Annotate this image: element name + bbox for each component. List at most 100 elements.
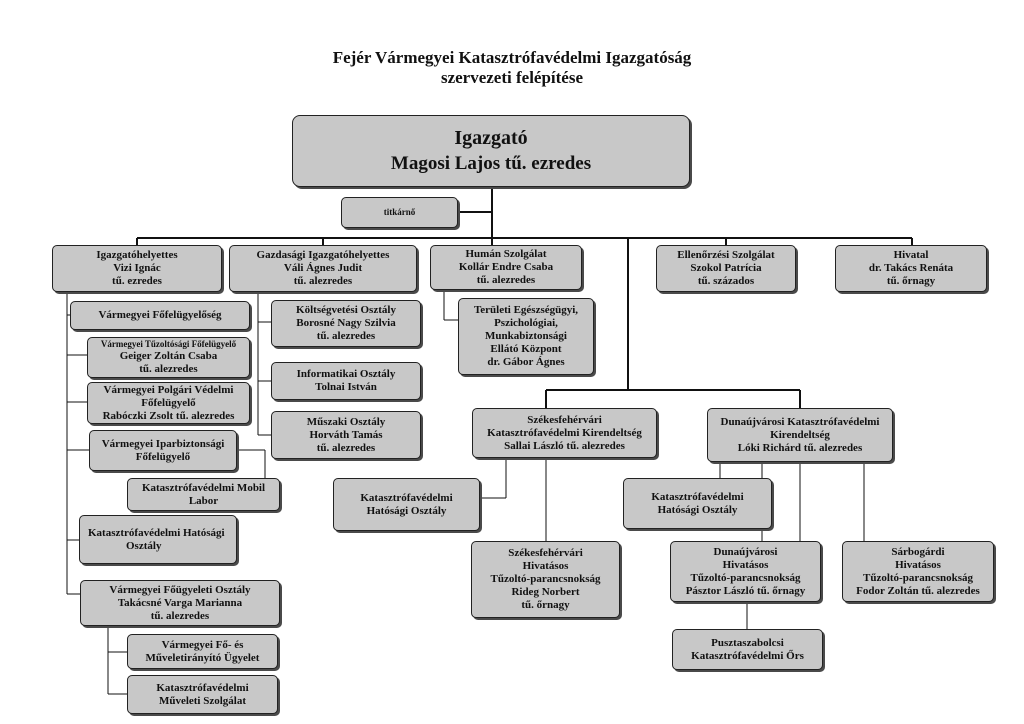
civil-protection-box: Vármegyei Polgári Védelmi Főfelügyelő Ra… bbox=[87, 382, 250, 424]
chart-title-line1: Fejér Vármegyei Katasztrófavédelmi Igazg… bbox=[332, 48, 692, 67]
economic-name: Váli Ágnes Judit bbox=[283, 262, 363, 274]
szekesfehervar-authority-line1: Katasztrófavédelmi bbox=[360, 491, 453, 504]
industrial-safety-line2: Főfelügyelő bbox=[135, 450, 191, 463]
dunaujvaros-authority-box: Katasztrófavédelmi Hatósági Osztály bbox=[623, 478, 772, 529]
sarbogard-fire-line1: Sárbogárdi bbox=[891, 545, 945, 558]
secretary-label: titkárnő bbox=[383, 207, 416, 217]
dunaujvaros-branch-line1: Dunaújvárosi Katasztrófavédelmi bbox=[720, 415, 880, 428]
it-dept-title: Informatikai Osztály bbox=[296, 368, 396, 380]
sarbogard-fire-line4: Fodor Zoltán tű. alezredes bbox=[856, 584, 980, 597]
technical-dept-rank: tű. alezredes bbox=[316, 441, 376, 454]
dunaujvaros-authority-line2: Hatósági Osztály bbox=[657, 503, 738, 516]
industrial-safety-line1: Vármegyei Iparbiztonsági bbox=[101, 437, 225, 450]
control-service-box: Ellenőrzési Szolgálat Szokol Patrícia tű… bbox=[656, 245, 796, 292]
dunaujvaros-fire-line3: Tűzoltó-parancsnokság bbox=[690, 571, 801, 584]
dispatch-center-line2: Műveletirányító Ügyelet bbox=[145, 651, 260, 664]
dunaujvaros-branch-box: Dunaújvárosi Katasztrófavédelmi Kirendel… bbox=[707, 408, 893, 462]
sarbogard-fire-command-box: Sárbogárdi Hivatásos Tűzoltó-parancsnoks… bbox=[842, 541, 994, 602]
fire-inspector-title: Vármegyei Tűzoltósági Főfelügyelő bbox=[100, 339, 237, 349]
human-service-box: Humán Szolgálat Kollár Endre Csaba tű. a… bbox=[430, 245, 582, 290]
pusztaszabolcs-post-line2: Katasztrófavédelmi Őrs bbox=[691, 649, 804, 662]
deputy-name: Vizi Ignác bbox=[113, 262, 161, 274]
sarbogard-fire-line2: Hivatásos bbox=[895, 558, 941, 571]
director-box: Igazgató Magosi Lajos tű. ezredes bbox=[292, 115, 690, 187]
szekesfehervar-fire-line3: Tűzoltó-parancsnokság bbox=[490, 573, 601, 585]
health-center-line4: Ellátó Központ bbox=[490, 343, 562, 355]
szekesfehervar-fire-line4: Rideg Norbert bbox=[511, 586, 580, 598]
fire-inspector-rank: tű. alezredes bbox=[139, 363, 198, 375]
mobile-lab-line2: Labor bbox=[188, 494, 219, 507]
dunaujvaros-fire-line4: Pásztor László tű. őrnagy bbox=[685, 584, 806, 597]
szekesfehervar-branch-line3: Sallai László tű. alezredes bbox=[504, 439, 625, 452]
operations-service-box: Katasztrófavédelmi Műveleti Szolgálat bbox=[127, 675, 278, 714]
office-box: Hivatal dr. Takács Renáta tű. őrnagy bbox=[835, 245, 987, 292]
health-center-box: Területi Egészségügyi, Pszichológiai, Mu… bbox=[458, 298, 594, 375]
szekesfehervar-fire-line5: tű. őrnagy bbox=[521, 599, 570, 611]
chart-title-line2: szervezeti felépítése bbox=[440, 68, 584, 87]
dunaujvaros-fire-line1: Dunaújvárosi bbox=[713, 545, 778, 558]
economic-role: Gazdasági Igazgatóhelyettes bbox=[256, 249, 390, 261]
szekesfehervar-branch-line1: Székesfehérvári bbox=[527, 413, 602, 426]
sarbogard-fire-line3: Tűzoltó-parancsnokság bbox=[862, 571, 974, 584]
duty-dept-rank: tű. alezredes bbox=[150, 609, 210, 622]
szekesfehervar-branch-line2: Katasztrófavédelmi Kirendeltség bbox=[487, 426, 642, 439]
technical-dept-box: Műszaki Osztály Horváth Tamás tű. alezre… bbox=[271, 411, 421, 459]
office-name: dr. Takács Renáta bbox=[868, 262, 954, 274]
budget-dept-title: Költségvetési Osztály bbox=[296, 304, 396, 316]
director-role: Igazgató bbox=[454, 127, 528, 149]
industrial-safety-box: Vármegyei Iparbiztonsági Főfelügyelő bbox=[89, 430, 237, 471]
authority-dept-line2: Osztály bbox=[126, 539, 162, 552]
dunaujvaros-branch-line3: Lóki Richárd tű. alezredes bbox=[737, 441, 863, 454]
economic-deputy-box: Gazdasági Igazgatóhelyettes Váli Ágnes J… bbox=[229, 245, 417, 292]
economic-rank: tű. alezredes bbox=[293, 275, 353, 287]
secretary-box: titkárnő bbox=[341, 197, 458, 228]
pusztaszabolcs-post-box: Pusztaszabolcsi Katasztrófavédelmi Őrs bbox=[672, 629, 823, 670]
fofelugyeloseg-label: Vármegyei Főfelügyelőség bbox=[98, 309, 222, 321]
human-name: Kollár Endre Csaba bbox=[458, 261, 554, 273]
duty-dept-box: Vármegyei Főügyeleti Osztály Takácsné Va… bbox=[80, 580, 280, 626]
mobile-lab-line1: Katasztrófavédelmi Mobil bbox=[141, 481, 266, 494]
dispatch-center-box: Vármegyei Fő- és Műveletirányító Ügyelet bbox=[127, 634, 278, 669]
operations-service-line2: Műveleti Szolgálat bbox=[158, 694, 247, 707]
szekesfehervar-authority-box: Katasztrófavédelmi Hatósági Osztály bbox=[333, 478, 480, 531]
duty-dept-title: Vármegyei Főügyeleti Osztály bbox=[109, 583, 251, 596]
authority-dept-line1: Katasztrófavédelmi Hatósági bbox=[88, 526, 225, 539]
dunaujvaros-fire-command-box: Dunaújvárosi Hivatásos Tűzoltó-parancsno… bbox=[670, 541, 821, 602]
dispatch-center-line1: Vármegyei Fő- és bbox=[161, 638, 244, 651]
deputy-role: Igazgatóhelyettes bbox=[96, 249, 178, 261]
director-name: Magosi Lajos tű. ezredes bbox=[390, 153, 592, 174]
civil-protection-title2: Főfelügyelő bbox=[141, 396, 196, 409]
health-center-line1: Területi Egészségügyi, bbox=[473, 304, 579, 316]
office-rank: tű. őrnagy bbox=[886, 275, 936, 287]
budget-dept-box: Költségvetési Osztály Borosné Nagy Szilv… bbox=[271, 300, 421, 347]
civil-protection-name: Rabóczki Zsolt tű. alezredes bbox=[102, 409, 235, 422]
dunaujvaros-authority-line1: Katasztrófavédelmi bbox=[651, 490, 744, 503]
szekesfehervar-fire-line2: Hivatásos bbox=[522, 560, 569, 572]
mobile-lab-box: Katasztrófavédelmi Mobil Labor bbox=[127, 478, 280, 511]
operations-service-line1: Katasztrófavédelmi bbox=[156, 681, 249, 694]
health-center-line3: Munkabiztonsági bbox=[485, 330, 567, 342]
technical-dept-name: Horváth Tamás bbox=[309, 428, 383, 441]
civil-protection-title1: Vármegyei Polgári Védelmi bbox=[103, 383, 234, 396]
fire-inspector-name: Geiger Zoltán Csaba bbox=[119, 350, 218, 362]
deputy-box: Igazgatóhelyettes Vizi Ignác tű. ezredes bbox=[52, 245, 222, 292]
authority-dept-box: Katasztrófavédelmi Hatósági Osztály bbox=[79, 515, 237, 564]
pusztaszabolcs-post-line1: Pusztaszabolcsi bbox=[711, 636, 784, 649]
szekesfehervar-branch-box: Székesfehérvári Katasztrófavédelmi Kiren… bbox=[472, 408, 657, 458]
budget-dept-rank: tű. alezredes bbox=[316, 330, 376, 342]
it-dept-box: Informatikai Osztály Tolnai István bbox=[271, 362, 421, 400]
duty-dept-name: Takácsné Varga Marianna bbox=[117, 596, 243, 609]
health-center-line2: Pszichológiai, bbox=[494, 317, 558, 329]
control-name: Szokol Patrícia bbox=[690, 262, 762, 274]
deputy-rank: tű. ezredes bbox=[112, 275, 162, 287]
dunaujvaros-branch-line2: Kirendeltség bbox=[770, 428, 830, 441]
it-dept-name: Tolnai István bbox=[315, 381, 377, 393]
budget-dept-name: Borosné Nagy Szilvia bbox=[296, 317, 396, 329]
office-role: Hivatal bbox=[893, 249, 929, 261]
dunaujvaros-fire-line2: Hivatásos bbox=[722, 558, 769, 571]
fofelugyeloseg-box: Vármegyei Főfelügyelőség bbox=[70, 301, 250, 330]
fire-inspector-box: Vármegyei Tűzoltósági Főfelügyelő Geiger… bbox=[87, 337, 250, 378]
health-center-line5: dr. Gábor Ágnes bbox=[487, 356, 565, 368]
technical-dept-title: Műszaki Osztály bbox=[306, 415, 386, 428]
szekesfehervar-fire-line1: Székesfehérvári bbox=[508, 547, 583, 559]
